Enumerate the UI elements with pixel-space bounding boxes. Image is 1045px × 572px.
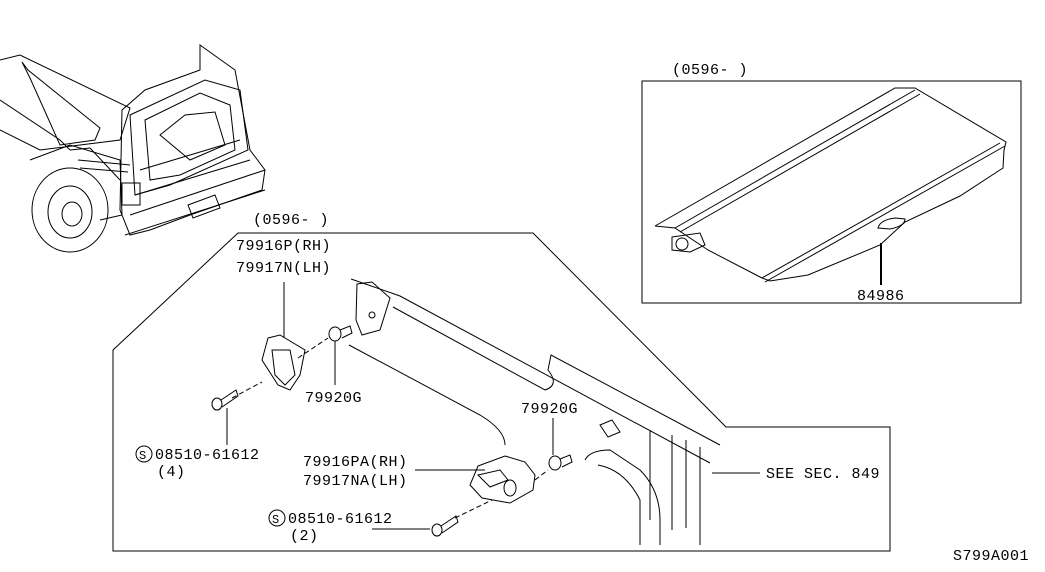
hook-upper-lh-label: 79917N(LH): [236, 260, 331, 277]
screw-upper-label: 08510-61612: [155, 447, 260, 464]
upper-clip-icon: [328, 325, 353, 385]
lower-screw-icon: [372, 515, 459, 537]
upper-hook-illustration: [231, 282, 329, 399]
hook-upper-rh-label: 79916P(RH): [236, 238, 331, 255]
screw-lower-callout: S 08510-61612 (2): [268, 509, 393, 545]
lower-clip-icon: [548, 418, 573, 471]
screw-upper-qty: (4): [157, 464, 186, 481]
hook-lower-rh-label: 79916PA(RH): [303, 454, 408, 471]
upper-screw-icon: [211, 389, 239, 445]
cargo-cover-panel: (0596- ) 84986: [641, 62, 1022, 305]
cover-date-range: (0596- ): [672, 62, 748, 79]
standard-part-symbol: S: [272, 513, 280, 527]
hook-panel-frame: [112, 232, 891, 552]
trim-rail-illustration: [348, 278, 721, 545]
clip-upper-label: 79920G: [305, 390, 362, 407]
clip-lower-label: 79920G: [521, 401, 578, 418]
vehicle-rear-illustration: [0, 44, 266, 253]
see-section-label: SEE SEC. 849: [766, 466, 880, 483]
tonneau-cover-illustration: [654, 87, 1007, 285]
hook-lower-lh-label: 79917NA(LH): [303, 473, 408, 490]
screw-upper-callout: S 08510-61612 (4): [135, 445, 260, 481]
hook-date-range: (0596- ): [253, 212, 329, 229]
screw-lower-label: 08510-61612: [288, 511, 393, 528]
screw-lower-qty: (2): [290, 528, 319, 545]
lower-hook-illustration: [415, 455, 549, 519]
diagram-id: S799A001: [953, 548, 1029, 565]
cover-part-number: 84986: [857, 288, 905, 305]
standard-part-symbol-icon: [268, 509, 286, 527]
standard-part-symbol: S: [139, 449, 147, 463]
cover-frame: [641, 80, 1022, 304]
standard-part-symbol-icon: [135, 445, 153, 463]
hook-panel: (0596- ) 79916P(RH) 79917N(LH): [112, 212, 891, 552]
